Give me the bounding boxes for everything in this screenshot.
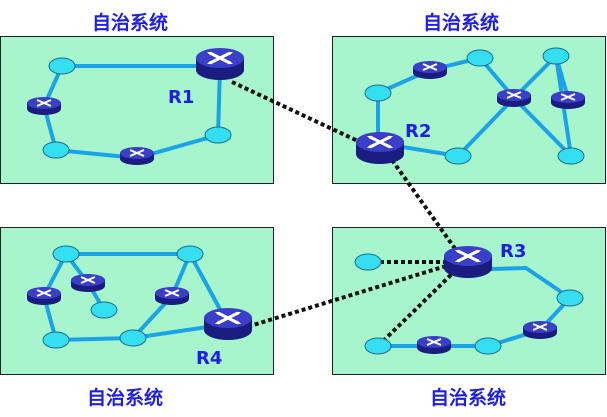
host xyxy=(444,147,472,165)
host xyxy=(48,57,76,75)
router-r2-icon xyxy=(354,130,406,166)
router-r4-label: R4 xyxy=(196,348,222,369)
router-icon xyxy=(416,335,452,355)
host xyxy=(542,47,570,65)
link-r2-r3 xyxy=(390,158,458,252)
host xyxy=(474,337,502,355)
router-r3-label: R3 xyxy=(500,241,526,262)
router-icon xyxy=(496,88,532,108)
host xyxy=(557,147,585,165)
router-icon xyxy=(412,60,448,80)
router-r3-icon xyxy=(442,244,494,280)
link-r3-r4 xyxy=(249,264,447,328)
host xyxy=(119,329,147,347)
as-title-bottom-right: 自治系统 xyxy=(430,387,507,409)
host xyxy=(204,126,232,144)
router-icon xyxy=(119,146,155,166)
as-title-top-right: 自治系统 xyxy=(423,12,500,34)
host xyxy=(176,245,204,263)
router-r2-label: R2 xyxy=(405,121,431,142)
host xyxy=(364,84,392,102)
router-icon xyxy=(26,96,62,116)
host xyxy=(466,49,494,67)
router-r1-icon xyxy=(194,46,246,82)
router-icon xyxy=(522,320,558,340)
host xyxy=(364,337,392,355)
router-r1-label: R1 xyxy=(168,87,194,108)
link-r1-r2 xyxy=(231,80,361,144)
router-icon xyxy=(70,273,106,293)
inter-as-links xyxy=(231,80,458,348)
host xyxy=(52,245,80,263)
host xyxy=(42,141,70,159)
router-r4-icon xyxy=(202,306,254,342)
as3-links xyxy=(378,265,574,348)
router-icon xyxy=(26,286,62,306)
router-icon xyxy=(154,286,190,306)
as-title-top-left: 自治系统 xyxy=(92,12,169,34)
host xyxy=(354,253,382,271)
as-title-bottom-left: 自治系统 xyxy=(87,387,164,409)
host xyxy=(42,331,70,349)
router-icon xyxy=(550,90,586,110)
host xyxy=(90,301,118,319)
host xyxy=(556,289,584,307)
hosts xyxy=(42,47,585,355)
